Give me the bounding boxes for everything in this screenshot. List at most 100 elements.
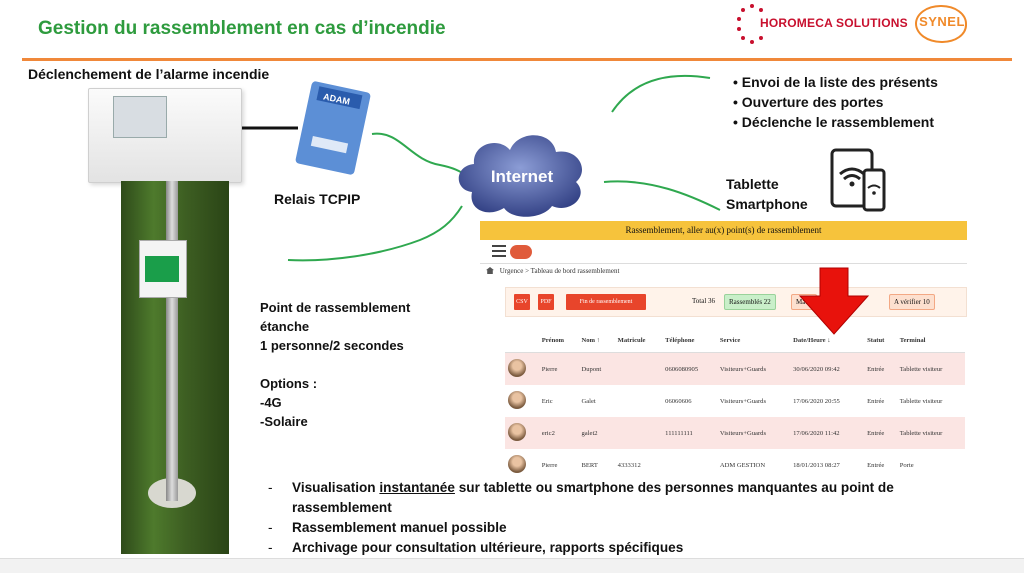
end-assembly-button[interactable]: Fin de rassemblement bbox=[566, 294, 646, 310]
cell-service: Visiteurs+Guards bbox=[716, 417, 791, 449]
bottom-bar bbox=[0, 558, 1024, 573]
cell-nom: galet2 bbox=[578, 417, 615, 449]
device-label-smartphone: Smartphone bbox=[726, 196, 808, 212]
benefit-item: Envoi de la liste des présents bbox=[733, 72, 938, 92]
cell-service: ADM GESTION bbox=[719, 461, 766, 469]
table-header-row: Prénom Nom ↑ Matricule Téléphone Service… bbox=[505, 328, 965, 353]
internet-cloud-label: Internet bbox=[491, 167, 554, 186]
app-logo bbox=[510, 245, 532, 259]
cell-matricule bbox=[614, 417, 663, 449]
cell-nom: Dupont bbox=[578, 352, 615, 385]
cell-matricule: 4333312 bbox=[617, 461, 641, 469]
pdf-export-button[interactable]: PDF bbox=[538, 294, 554, 310]
cell-telephone: 06060606 bbox=[665, 397, 692, 405]
col-nom[interactable]: Nom ↑ bbox=[578, 328, 615, 353]
cell-date: 18/01/2013 08:27 bbox=[793, 461, 840, 469]
breadcrumb: Urgence > Tableau de bord rassemblement bbox=[480, 263, 967, 278]
feature-item: Rassemblement manuel possible bbox=[268, 518, 968, 538]
assembly-point-sign-icon bbox=[145, 256, 179, 282]
internet-cloud-icon: Internet bbox=[458, 135, 583, 217]
red-down-arrow-icon bbox=[798, 267, 870, 335]
breadcrumb-current: Tableau de bord rassemblement bbox=[530, 267, 620, 275]
table-row[interactable]: Pierre Dupont 0606080905 Visiteurs+Guard… bbox=[505, 352, 965, 385]
assembly-table: Prénom Nom ↑ Matricule Téléphone Service… bbox=[505, 328, 965, 481]
cell-prenom: eric2 bbox=[538, 417, 579, 449]
app-topbar: Rassemblement, aller au(x) point(s) de r… bbox=[480, 221, 967, 240]
cell-service: Visiteurs+Guards bbox=[719, 397, 767, 405]
cell-prenom: Pierre bbox=[541, 461, 558, 469]
csv-export-button[interactable]: CSV bbox=[514, 294, 530, 310]
feature-emphasis: instantanée bbox=[379, 480, 455, 495]
cell-telephone: 0606080905 bbox=[662, 352, 717, 385]
horomeca-brand-name: HOROMECA SOLUTIONS bbox=[760, 16, 908, 30]
col-terminal[interactable]: Terminal bbox=[896, 328, 965, 353]
app-dashboard-screenshot: Rassemblement, aller au(x) point(s) de r… bbox=[480, 221, 967, 481]
cell-prenom: Eric bbox=[541, 397, 553, 405]
assembly-point-info: Point de rassemblement étanche 1 personn… bbox=[260, 300, 411, 429]
benefit-item: Déclenche le rassemblement bbox=[733, 112, 938, 132]
synel-brand-name: SYNEL bbox=[919, 14, 965, 29]
cell-terminal: Tablette visiteur bbox=[896, 417, 965, 449]
feature-item: Visualisation instantanée sur tablette o… bbox=[268, 478, 968, 518]
cell-matricule bbox=[614, 352, 663, 385]
cell-nom: BERT bbox=[581, 461, 598, 469]
avatar bbox=[508, 455, 526, 473]
app-nav bbox=[480, 240, 967, 264]
cell-prenom: Pierre bbox=[538, 352, 579, 385]
horomeca-logo-icon bbox=[737, 4, 763, 44]
hamburger-menu-icon[interactable] bbox=[492, 245, 506, 257]
col-statut[interactable]: Statut bbox=[864, 328, 897, 353]
cell-statut: Entrée bbox=[864, 417, 897, 449]
internet-pole-link bbox=[287, 205, 463, 262]
col-prenom[interactable]: Prénom bbox=[538, 328, 579, 353]
home-icon[interactable] bbox=[486, 267, 494, 274]
stat-total: Total 36 bbox=[692, 297, 716, 305]
device-label: Tablette Smartphone bbox=[726, 174, 808, 214]
cell-statut: Entrée bbox=[864, 352, 897, 385]
avatar bbox=[508, 391, 526, 409]
slide-title: Gestion du rassemblement en cas d’incend… bbox=[38, 18, 446, 39]
cell-nom: Galet bbox=[581, 397, 596, 405]
cell-terminal: Porte bbox=[899, 461, 914, 469]
cell-telephone bbox=[662, 449, 717, 481]
cell-terminal: Tablette visiteur bbox=[899, 397, 943, 405]
cell-date: 30/06/2020 09:42 bbox=[790, 352, 865, 385]
stat-verify[interactable]: A vérifier 10 bbox=[889, 294, 935, 310]
title-divider bbox=[22, 58, 1012, 61]
table-row[interactable]: eric2 galet2 111111111 Visiteurs+Guards … bbox=[505, 417, 965, 449]
tcpip-relay-device-image: ADAM bbox=[295, 81, 371, 175]
table-row[interactable]: Pierre BERT 4333312 ADM GESTION 18/01/20… bbox=[505, 449, 965, 481]
features-list: Visualisation instantanée sur tablette o… bbox=[268, 478, 968, 558]
tablet-smartphone-wifi-icon bbox=[830, 148, 886, 212]
col-service[interactable]: Service bbox=[716, 328, 791, 353]
benefits-list: Envoi de la liste des présents Ouverture… bbox=[733, 72, 938, 132]
cell-service: Visiteurs+Guards bbox=[716, 352, 791, 385]
avatar bbox=[508, 359, 526, 377]
col-date[interactable]: Date/Heure ↓ bbox=[790, 328, 865, 353]
trigger-heading: Déclenchement de l’alarme incendie bbox=[28, 66, 270, 82]
feature-item: Archivage pour consultation ultérieure, … bbox=[268, 538, 968, 558]
cell-statut: Entrée bbox=[867, 397, 885, 405]
app-toolbar: CSV PDF Fin de rassemblement Total 36 Ra… bbox=[505, 287, 967, 317]
breadcrumb-urgence[interactable]: Urgence bbox=[499, 267, 524, 275]
cell-telephone: 111111111 bbox=[662, 417, 717, 449]
synel-logo-icon bbox=[915, 5, 967, 43]
assembly-pole bbox=[166, 181, 178, 501]
col-telephone[interactable]: Téléphone bbox=[662, 328, 717, 353]
col-avatar bbox=[505, 328, 539, 353]
table-row[interactable]: Eric Galet 06060606 Visiteurs+Guards 17/… bbox=[505, 385, 965, 417]
cell-statut: Entrée bbox=[867, 461, 885, 469]
alarm-panel-display bbox=[113, 96, 167, 138]
cell-matricule bbox=[615, 385, 662, 417]
benefit-item: Ouverture des portes bbox=[733, 92, 938, 112]
stat-gathered[interactable]: Rassemblés 22 bbox=[724, 294, 776, 310]
relay-label: Relais TCPIP bbox=[274, 191, 361, 207]
cell-terminal: Tablette visiteur bbox=[896, 352, 965, 385]
avatar bbox=[508, 423, 526, 441]
device-label-tablet: Tablette bbox=[726, 176, 779, 192]
internet-server-link bbox=[611, 74, 711, 113]
internet-tablet-link bbox=[603, 180, 721, 211]
cell-date: 17/06/2020 11:42 bbox=[790, 417, 865, 449]
col-matricule[interactable]: Matricule bbox=[614, 328, 663, 353]
cell-date: 17/06/2020 20:55 bbox=[793, 397, 840, 405]
